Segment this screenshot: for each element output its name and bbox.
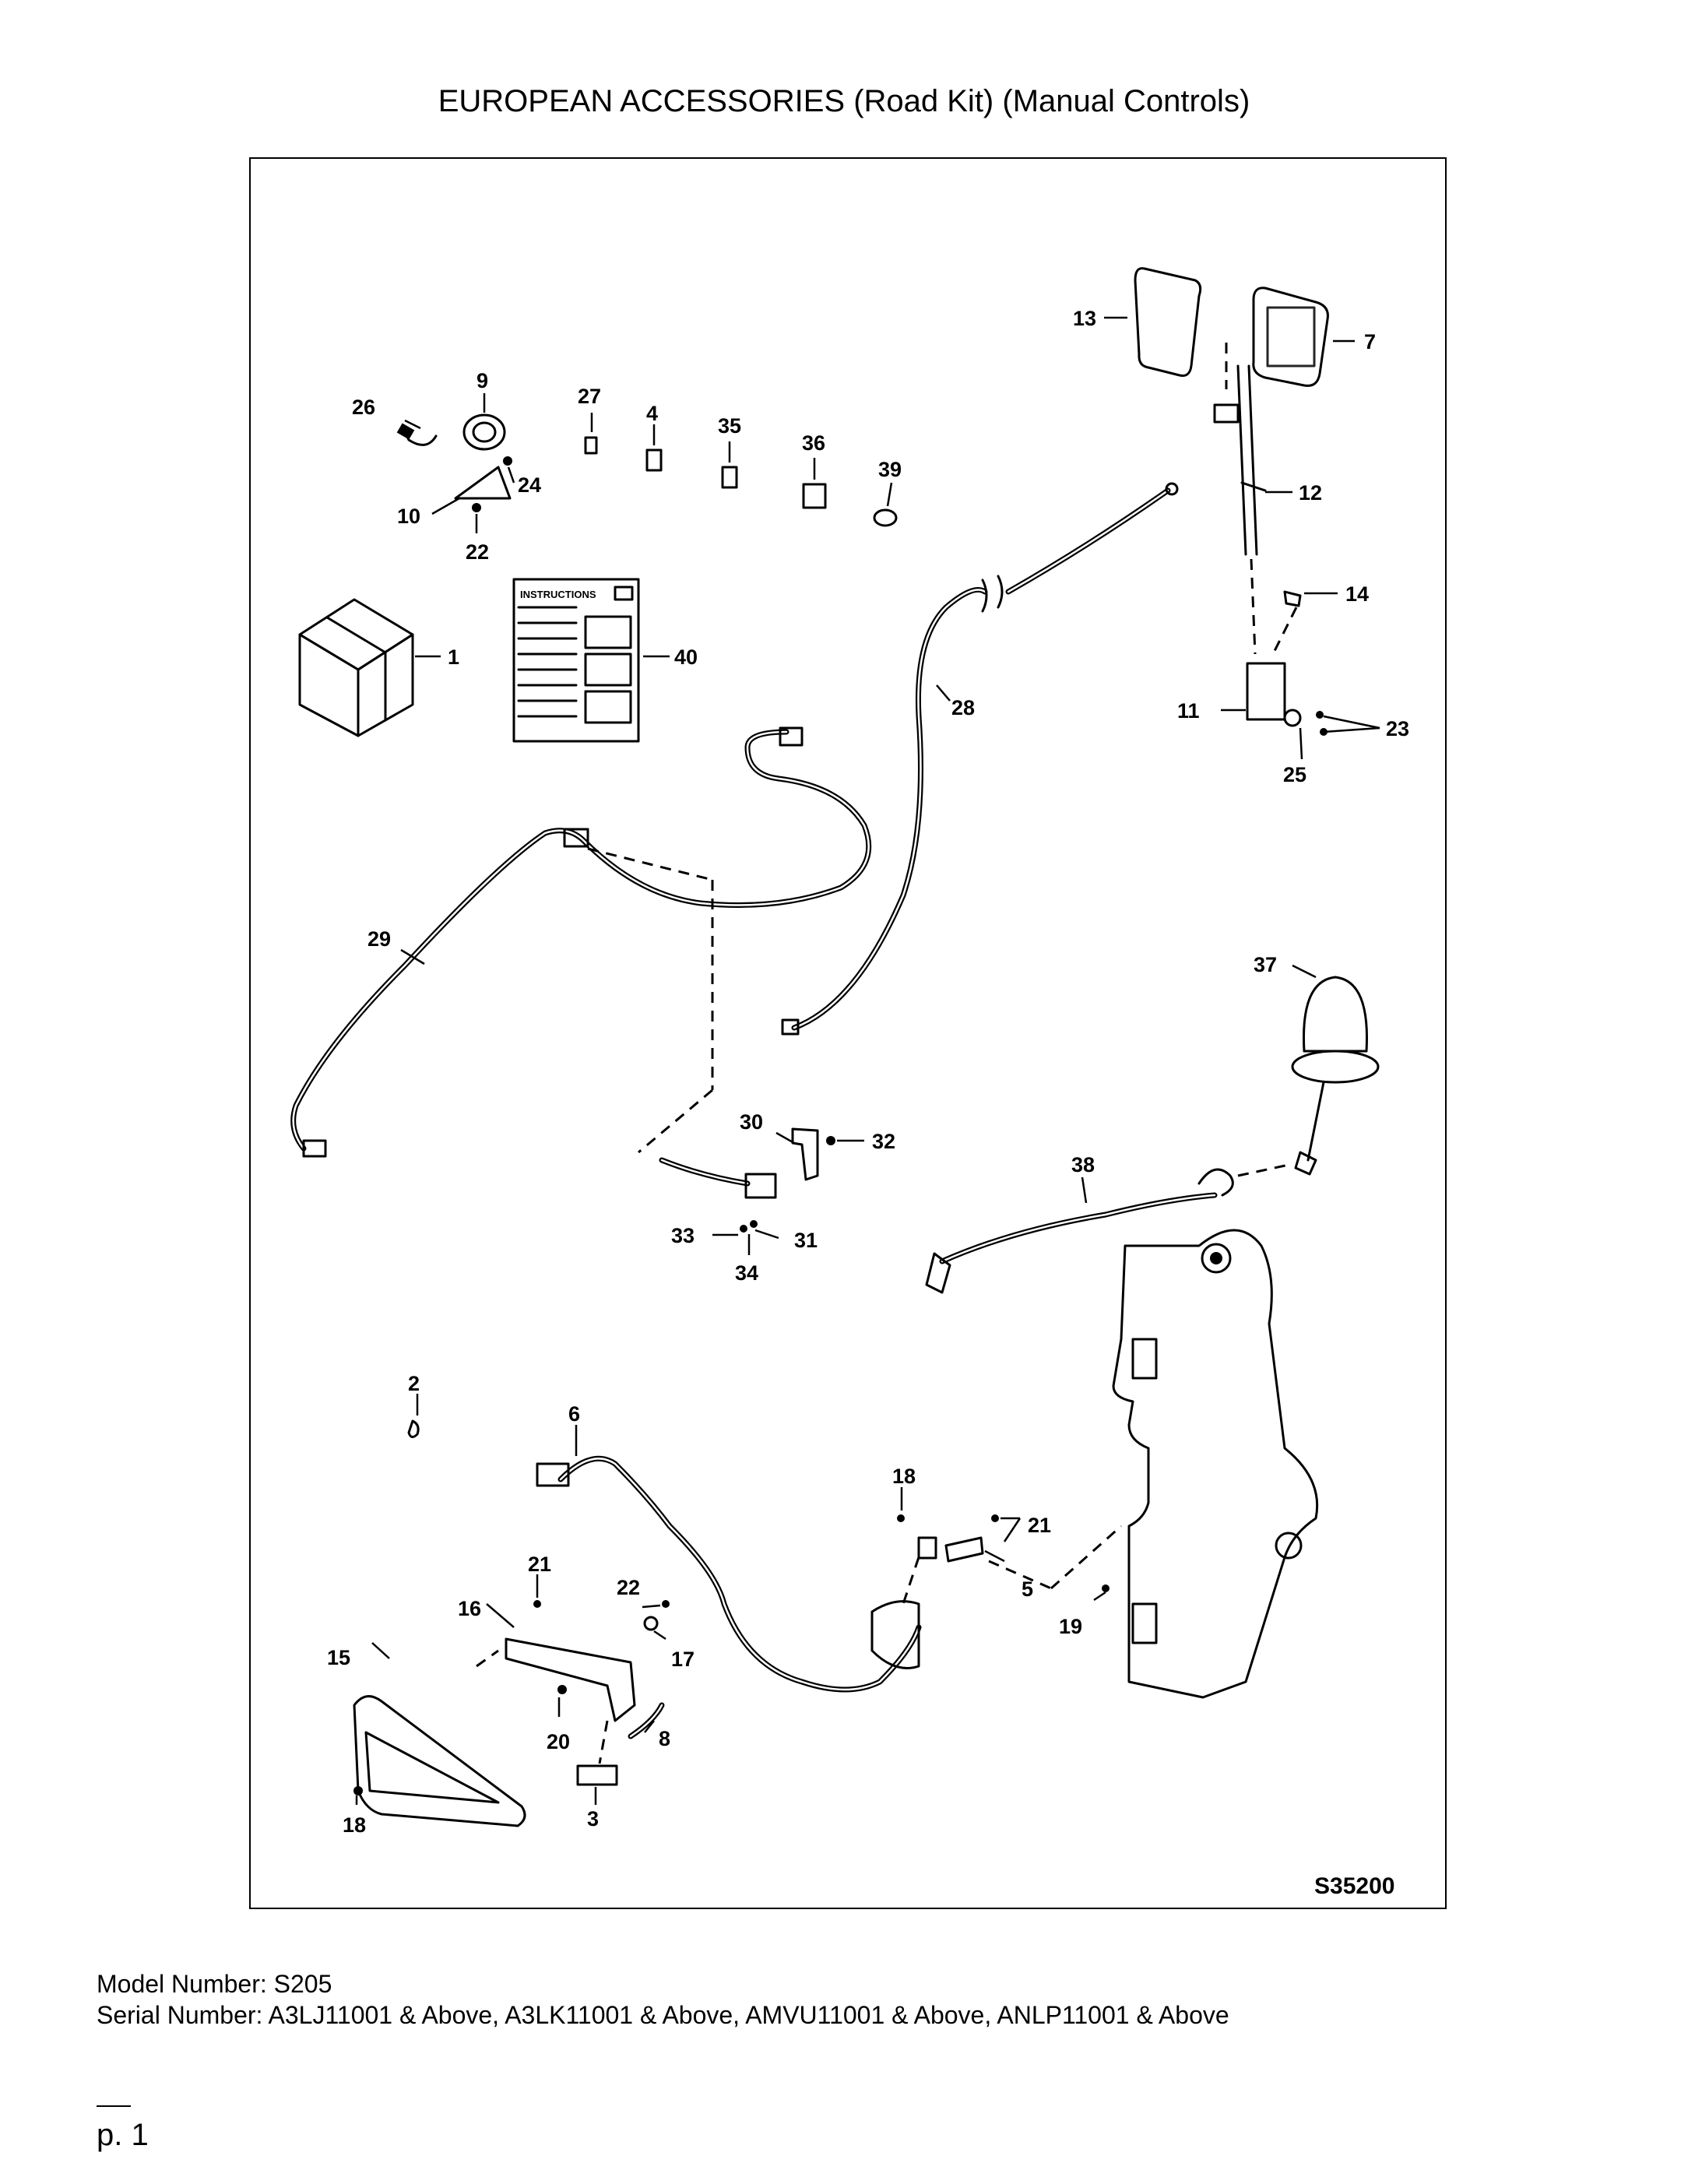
light-mast-part: [1134, 267, 1329, 736]
callout-36: 36: [802, 431, 825, 455]
callout-28: 28: [951, 696, 975, 719]
callout-32: 32: [872, 1130, 895, 1153]
callout-35: 35: [718, 414, 741, 438]
callout-25: 25: [1283, 763, 1306, 786]
page-title: EUROPEAN ACCESSORIES (Road Kit) (Manual …: [438, 84, 1250, 118]
page-number: p. 1: [97, 2118, 149, 2152]
callout-30: 30: [740, 1110, 763, 1134]
callout-22-upper: 22: [466, 540, 489, 564]
callout-39: 39: [878, 458, 902, 481]
callout-4: 4: [646, 402, 658, 425]
callout-34: 34: [735, 1261, 758, 1285]
callout-31: 31: [794, 1229, 818, 1252]
harness-28-part: [781, 482, 1179, 1036]
page-divider: [97, 2105, 131, 2107]
callout-15: 15: [327, 1646, 350, 1669]
leader-lines: [355, 316, 1380, 1805]
figure-code: S35200: [1314, 1873, 1394, 1899]
slow-vehicle-triangle-part: [353, 1600, 670, 1827]
callout-18-upper: 18: [892, 1465, 916, 1488]
callout-26: 26: [352, 396, 375, 419]
callout-27: 27: [578, 385, 601, 408]
callout-16: 16: [458, 1597, 481, 1620]
callout-21-left: 21: [528, 1553, 551, 1576]
callout-10: 10: [397, 505, 420, 528]
callout-3: 3: [587, 1807, 599, 1831]
serial-number: Serial Number: A3LJ11001 & Above, A3LK11…: [97, 2001, 1229, 2029]
diagram-frame: [249, 157, 1447, 1909]
instructions-label: INSTRUCTIONS: [520, 589, 596, 600]
callout-12: 12: [1299, 481, 1322, 505]
callout-6: 6: [568, 1402, 580, 1426]
callout-24: 24: [518, 473, 541, 497]
callout-5: 5: [1022, 1577, 1033, 1601]
callout-21-right: 21: [1028, 1514, 1051, 1537]
callout-40: 40: [674, 645, 698, 669]
callout-29: 29: [367, 927, 391, 951]
callout-17: 17: [671, 1648, 695, 1671]
callout-22-lower: 22: [617, 1576, 640, 1599]
instructions-sheet-part: INSTRUCTIONS: [512, 578, 640, 743]
callout-11: 11: [1177, 699, 1200, 723]
callout-9: 9: [477, 369, 488, 392]
model-number: Model Number: S205: [97, 1970, 332, 1998]
switch-parts: [584, 436, 898, 527]
callout-20: 20: [547, 1730, 570, 1753]
callout-19: 19: [1059, 1615, 1082, 1638]
callout-2: 2: [408, 1372, 420, 1395]
callout-14: 14: [1345, 582, 1369, 606]
harness-29-part: [290, 726, 872, 1158]
callout-13: 13: [1073, 307, 1096, 330]
callout-33: 33: [671, 1224, 695, 1247]
callout-8: 8: [659, 1727, 670, 1750]
callout-23: 23: [1386, 717, 1409, 740]
callout-7: 7: [1364, 330, 1376, 353]
callout-38: 38: [1071, 1153, 1095, 1176]
beacon-part: [925, 976, 1380, 1294]
horn-assembly-part: [396, 413, 512, 512]
kit-box-part: [298, 598, 414, 737]
callout-labels: 1 2 3 4 5 6 7 8 9 10 11 12 13 14 15 16 1…: [327, 307, 1409, 1899]
callout-18-lower: 18: [343, 1813, 366, 1837]
callout-37: 37: [1254, 953, 1277, 976]
lower-harness-part: [407, 1419, 1122, 1693]
switch-bracket-part: [659, 1127, 835, 1233]
frame-panel-part: [1112, 1229, 1319, 1699]
callout-1: 1: [448, 645, 459, 669]
